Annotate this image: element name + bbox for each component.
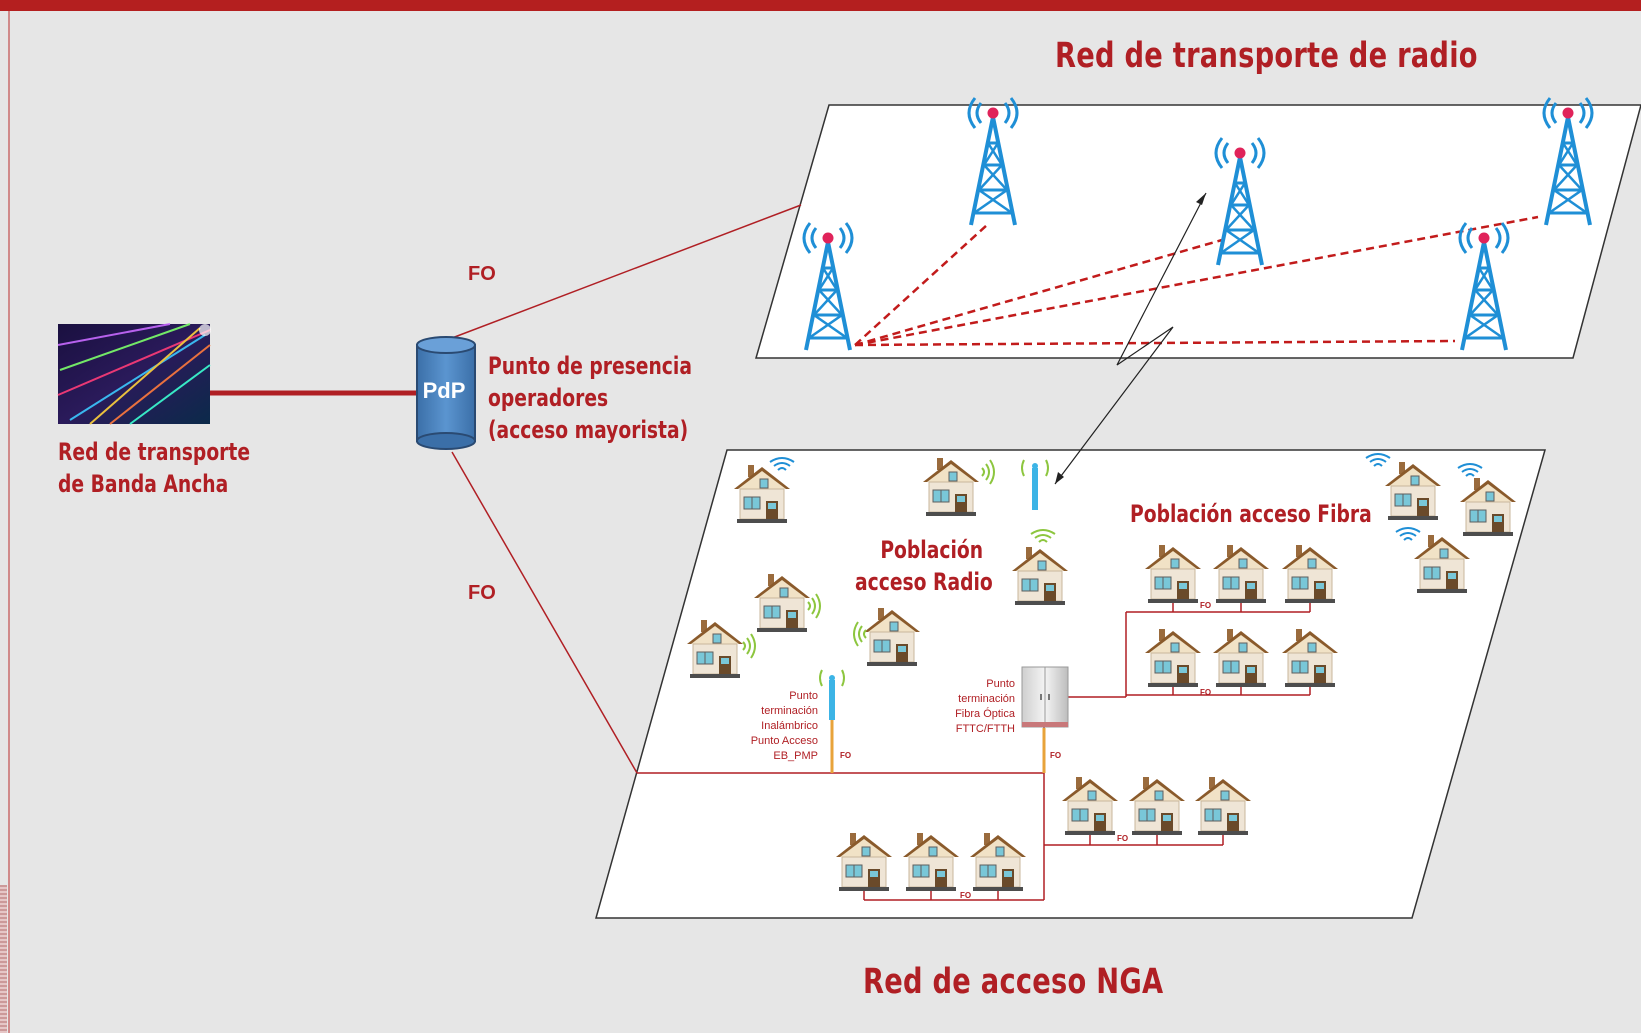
backbone-label-line1: Red de transporte (58, 438, 251, 466)
backbone-label-line2: de Banda Ancha (58, 470, 229, 498)
fibre-termination-label: Punto terminación Fibra Óptica FTTC/FTTH (920, 677, 1015, 737)
pdp-label-line3: (acceso mayorista) (488, 416, 689, 444)
wireless-termination-line3: Inalámbrico (761, 720, 818, 732)
fibre-fo-tag: FO (1050, 751, 1062, 760)
radio-population-line2: acceso Radio (855, 568, 993, 596)
left-margin-stripe (0, 885, 7, 1033)
access-network-title: Red de acceso NGA (863, 962, 1164, 1002)
wireless-access-point-icon (819, 669, 845, 720)
left-margin-line (8, 11, 10, 1033)
pdp-node (416, 336, 476, 450)
fibre-termination-line4: FTTC/FTTH (955, 723, 1015, 735)
antenna-icon (1021, 459, 1049, 510)
fo-tag: FO (1117, 834, 1129, 843)
top-accent-bar (0, 0, 1641, 11)
wireless-termination-line4: Punto Acceso (750, 735, 818, 747)
pdp-label-line2: operadores (488, 384, 609, 412)
optical-fibre-image (57, 323, 211, 425)
wireless-termination-label: Punto terminación Inalámbrico Punto Acce… (728, 689, 818, 764)
fo-link-upper (451, 204, 802, 339)
fibre-termination-line1: Punto (986, 678, 1015, 690)
wireless-termination-line1: Punto (789, 690, 818, 702)
wireless-termination-line2: terminación (761, 705, 818, 717)
fo-link-lower (451, 451, 638, 774)
fibre-termination-line2: terminación (958, 693, 1015, 705)
fibre-termination-line3: Fibra Óptica (955, 708, 1015, 720)
fo-label-upper: FO (468, 263, 496, 285)
fo-tag: FO (1200, 601, 1212, 610)
fo-tag: FO (960, 891, 972, 900)
radio-population-label: Población acceso Radio (855, 534, 993, 598)
radio-transport-plane (755, 104, 1641, 359)
radio-to-access-link (1054, 192, 1207, 485)
wireless-termination-line5: EB_PMP (773, 750, 818, 762)
fo-label-lower: FO (468, 582, 496, 604)
radio-population-line1: Población (880, 536, 984, 564)
backbone-label: Red de transporte de Banda Ancha (58, 436, 250, 500)
pdp-label-line1: Punto de presencia (488, 352, 692, 380)
radio-microwave-links (854, 215, 1539, 347)
radio-network-title: Red de transporte de radio (1055, 36, 1478, 76)
fibre-population-label: Población acceso Fibra (1130, 500, 1372, 528)
fibre-cabinet-icon (1021, 666, 1069, 728)
fo-tag: FO (1200, 688, 1212, 697)
pdp-label: Punto de presencia operadores (acceso ma… (488, 350, 692, 446)
wireless-fo-tag: FO (840, 751, 852, 760)
pdp-badge: PdP (422, 378, 466, 403)
access-fibre-wiring (637, 602, 1311, 901)
